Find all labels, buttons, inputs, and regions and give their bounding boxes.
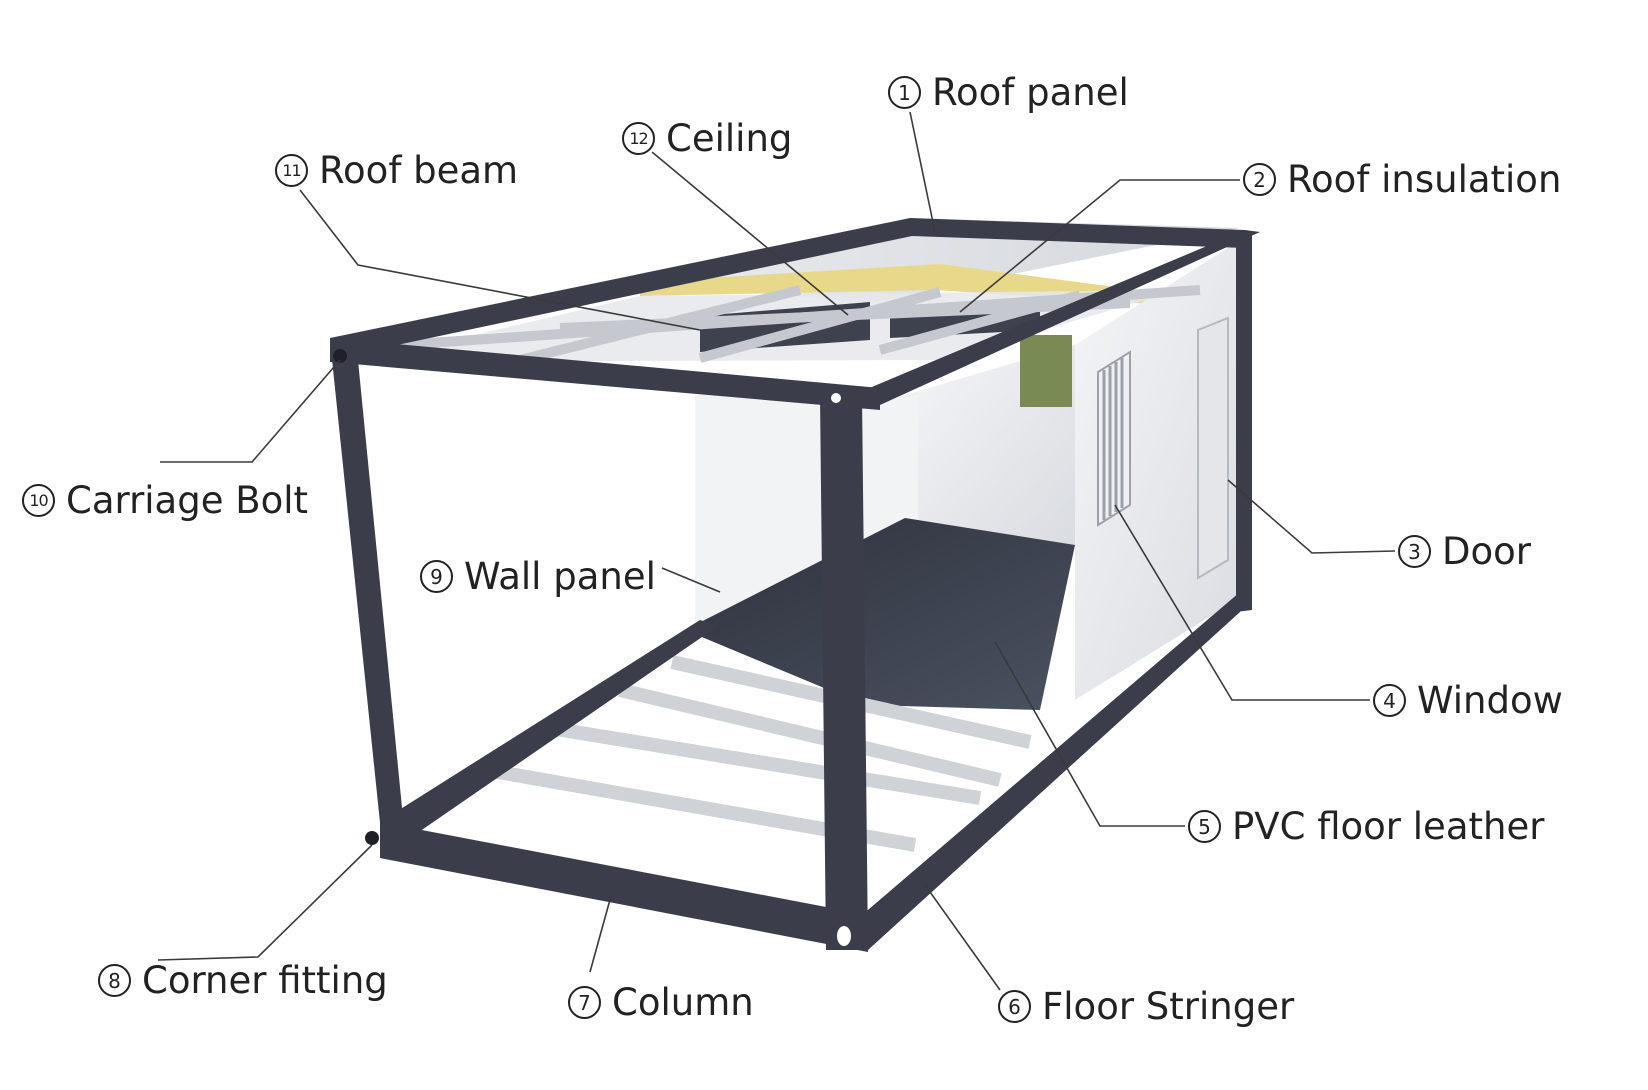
wall-insulation-shape — [1020, 335, 1072, 407]
leader-roof-insulation — [959, 179, 1240, 313]
leader-door — [1227, 479, 1396, 554]
label-column: 7 Column — [568, 984, 754, 1021]
label-roof-insulation: 2 Roof insulation — [1243, 161, 1561, 198]
number-badge: 2 — [1243, 163, 1276, 196]
number-badge: 11 — [275, 154, 308, 187]
leader-roof-beam — [299, 189, 701, 331]
label-text: Column — [612, 981, 754, 1024]
label-corner-fitting: 8 Corner fitting — [98, 962, 388, 999]
label-text: Window — [1417, 679, 1563, 722]
leader-window — [1114, 504, 1370, 701]
label-carriage-bolt: 10 Carriage Bolt — [22, 482, 308, 519]
number-badge: 10 — [22, 484, 55, 517]
number-badge: 4 — [1373, 684, 1406, 717]
number-badge: 8 — [98, 964, 131, 997]
leader-corner-fitting — [157, 844, 373, 961]
label-ceiling: 12 Ceiling — [622, 120, 792, 157]
door-shape — [1197, 316, 1229, 580]
pvc-floor-shape — [685, 518, 1075, 710]
label-roof-beam: 11 Roof beam — [275, 152, 518, 189]
label-text: Corner fitting — [142, 959, 388, 1002]
label-door: 3 Door — [1398, 533, 1531, 570]
label-text: Roof beam — [319, 149, 519, 192]
leader-roof-panel — [909, 111, 936, 233]
number-badge: 1 — [888, 76, 921, 109]
label-roof-panel: 1 Roof panel — [888, 74, 1129, 111]
number-badge: 9 — [420, 560, 453, 593]
leader-lines — [157, 111, 1396, 991]
window-shape — [1097, 350, 1131, 527]
label-text: PVC floor leather — [1232, 805, 1545, 848]
number-badge: 3 — [1398, 535, 1431, 568]
label-text: Roof panel — [932, 71, 1129, 114]
label-text: Door — [1442, 530, 1531, 573]
label-text: Roof insulation — [1287, 158, 1562, 201]
leader-wall-panel — [661, 567, 721, 593]
number-badge: 5 — [1188, 810, 1221, 843]
number-badge: 12 — [622, 122, 655, 155]
label-text: Floor Stringer — [1042, 985, 1295, 1028]
corner-fittings-shape — [333, 349, 851, 946]
number-badge: 7 — [568, 986, 601, 1019]
number-badge: 6 — [998, 990, 1031, 1023]
leader-column — [589, 895, 612, 973]
label-text: Wall panel — [464, 555, 656, 598]
leader-carriage-bolt — [160, 359, 341, 463]
label-floor-stringer: 6 Floor Stringer — [998, 988, 1294, 1025]
leader-ceiling — [651, 151, 849, 316]
label-wall-panel: 9 Wall panel — [420, 558, 656, 595]
label-pvc-floor-leather: 5 PVC floor leather — [1188, 808, 1544, 845]
steel-frame-shape — [330, 218, 1260, 952]
label-text: Carriage Bolt — [66, 479, 309, 522]
leader-floor-stringer — [924, 884, 1001, 991]
label-window: 4 Window — [1373, 682, 1563, 719]
label-text: Ceiling — [666, 117, 793, 160]
leader-pvc-floor — [994, 641, 1185, 827]
